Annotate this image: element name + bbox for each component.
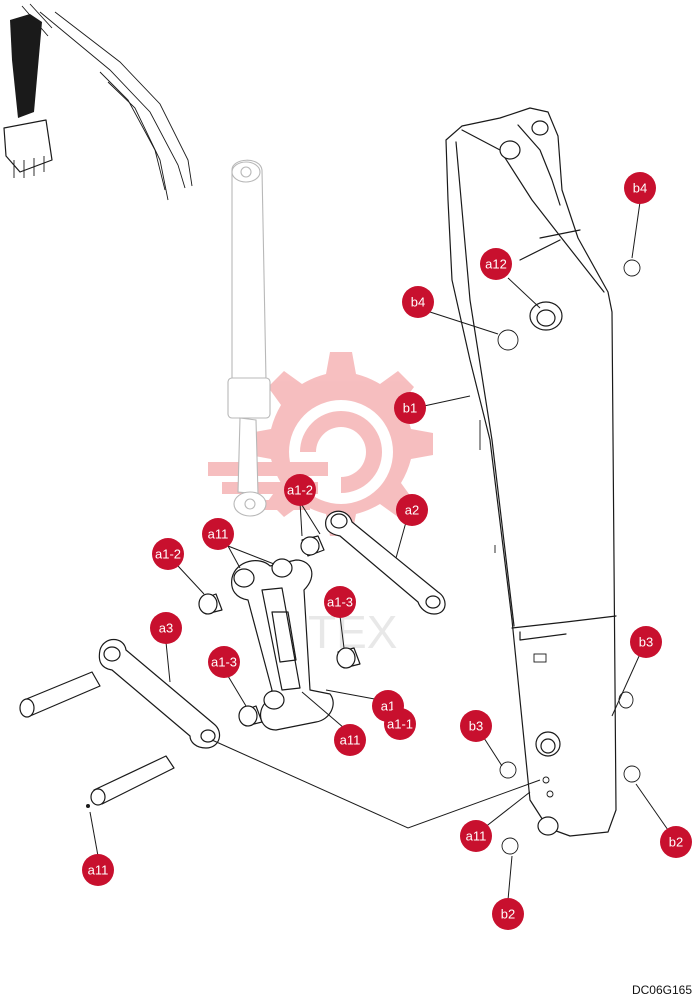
- svg-text:a12: a12: [485, 257, 507, 272]
- svg-text:a11: a11: [88, 863, 109, 878]
- callout-a3: a3: [150, 612, 182, 644]
- oring-b2-left: [501, 837, 519, 855]
- svg-text:a1-2: a1-2: [287, 483, 313, 498]
- link-a2: [325, 510, 446, 615]
- link-a1: [231, 558, 334, 731]
- callout-a1-2-upper: a1-2: [284, 474, 316, 506]
- grease-fitting-a11: [86, 804, 90, 808]
- bushing-a1-3-upper: [336, 647, 361, 669]
- callout-b4-upper: b4: [624, 172, 656, 204]
- leader-lines: [89, 201, 669, 901]
- callout-a11-link: a11: [202, 518, 234, 550]
- svg-text:a1-3: a1-3: [327, 595, 353, 610]
- svg-text:a1-3: a1-3: [211, 655, 237, 670]
- oring-b3-left: [499, 761, 517, 779]
- bushing-a1-2-upper: [300, 535, 325, 557]
- svg-text:a2: a2: [405, 503, 419, 518]
- oring-b3-right: [618, 691, 634, 709]
- diagram-code: DC06G165: [632, 983, 692, 997]
- svg-text:a11: a11: [208, 527, 229, 542]
- oring-b4-upper: [623, 259, 641, 277]
- callout-a1-3-upper: a1-3: [324, 586, 356, 618]
- svg-text:a1-2: a1-2: [155, 547, 181, 562]
- assembly-guide-line: [211, 739, 541, 829]
- svg-text:b4: b4: [633, 181, 647, 196]
- svg-text:a1: a1: [381, 699, 395, 714]
- callout-a1-1: a1-1: [384, 708, 416, 740]
- oring-b2-right: [623, 765, 641, 783]
- callout-b2-right: b2: [660, 826, 692, 858]
- callout-a1-3-lower: a1-3: [208, 646, 240, 678]
- callout-b1: b1: [394, 392, 426, 424]
- svg-text:a11: a11: [466, 829, 487, 844]
- callout-b4-lower: b4: [402, 286, 434, 318]
- svg-text:a11: a11: [340, 733, 361, 748]
- svg-text:b4: b4: [411, 295, 425, 310]
- svg-text:b3: b3: [639, 635, 653, 650]
- svg-text:b2: b2: [669, 835, 683, 850]
- callout-a12: a12: [480, 248, 512, 280]
- link-a3: [98, 638, 221, 749]
- svg-text:b2: b2: [501, 907, 515, 922]
- callout-a2: a2: [396, 494, 428, 526]
- svg-text:a1-1: a1-1: [387, 717, 413, 732]
- callout-a11-arm: a11: [460, 820, 492, 852]
- svg-text:b3: b3: [469, 719, 483, 734]
- svg-text:a3: a3: [159, 621, 173, 636]
- bushing-a1-3-lower: [238, 705, 263, 727]
- callout-a11-pin: a11: [82, 854, 114, 886]
- arm-b1: [445, 107, 617, 837]
- excavator-thumbnail: [3, 3, 193, 201]
- callout-b2-left: b2: [492, 898, 524, 930]
- svg-text:b1: b1: [403, 401, 417, 416]
- oring-b4-lower: [497, 329, 519, 351]
- callout-b3-left: b3: [460, 710, 492, 742]
- pin-upper: [19, 671, 101, 718]
- callout-a1-2-lower: a1-2: [152, 538, 184, 570]
- pin-lower: [90, 755, 175, 806]
- bushing-a1-2-lower: [198, 593, 223, 615]
- callout-b3-right: b3: [630, 626, 662, 658]
- arm-cylinder: [227, 159, 271, 517]
- callout-a11-bottom-link: a11: [334, 724, 366, 756]
